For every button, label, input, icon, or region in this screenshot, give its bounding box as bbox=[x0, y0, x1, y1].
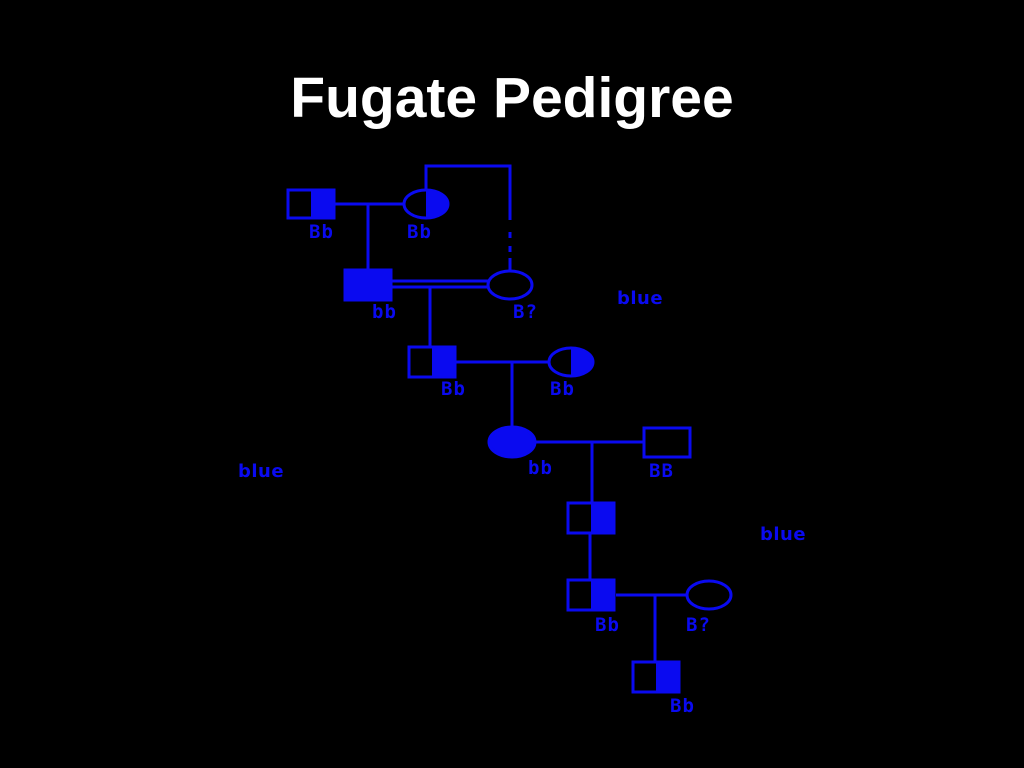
phenotype-note: blue bbox=[760, 524, 806, 545]
female-unaffected-symbol bbox=[685, 579, 733, 611]
genotype-label: Bb bbox=[309, 221, 334, 243]
genotype-label: bb bbox=[528, 457, 553, 479]
phenotype-note: blue bbox=[617, 288, 663, 309]
genotype-label: Bb bbox=[407, 221, 432, 243]
genotype-label: bb bbox=[372, 301, 397, 323]
genotype-label: B? bbox=[686, 614, 711, 636]
male-carrier-symbol bbox=[631, 660, 681, 694]
male-carrier-symbol bbox=[566, 578, 616, 612]
male-carrier-symbol bbox=[407, 345, 457, 379]
pedigree-lines bbox=[335, 164, 687, 662]
female-carrier-symbol bbox=[547, 346, 595, 378]
female-carrier-symbol bbox=[402, 188, 450, 220]
male-unaffected-symbol bbox=[642, 426, 692, 459]
genotype-label: Bb bbox=[550, 378, 575, 400]
genotype-label: Bb bbox=[441, 378, 466, 400]
genotype-label: B? bbox=[513, 301, 538, 323]
phenotype-note: blue bbox=[238, 461, 284, 482]
genotype-label: Bb bbox=[670, 695, 695, 717]
male-carrier-symbol bbox=[566, 501, 616, 535]
genotype-label: BB bbox=[649, 460, 674, 482]
male-affected-symbol bbox=[343, 268, 393, 302]
female-affected-symbol bbox=[487, 425, 537, 459]
male-carrier-symbol bbox=[286, 188, 336, 220]
slide-title: Fugate Pedigree bbox=[290, 66, 734, 130]
consanguinity-loop bbox=[424, 164, 512, 220]
genotype-label: Bb bbox=[595, 614, 620, 636]
female-unaffected-symbol bbox=[486, 269, 534, 301]
